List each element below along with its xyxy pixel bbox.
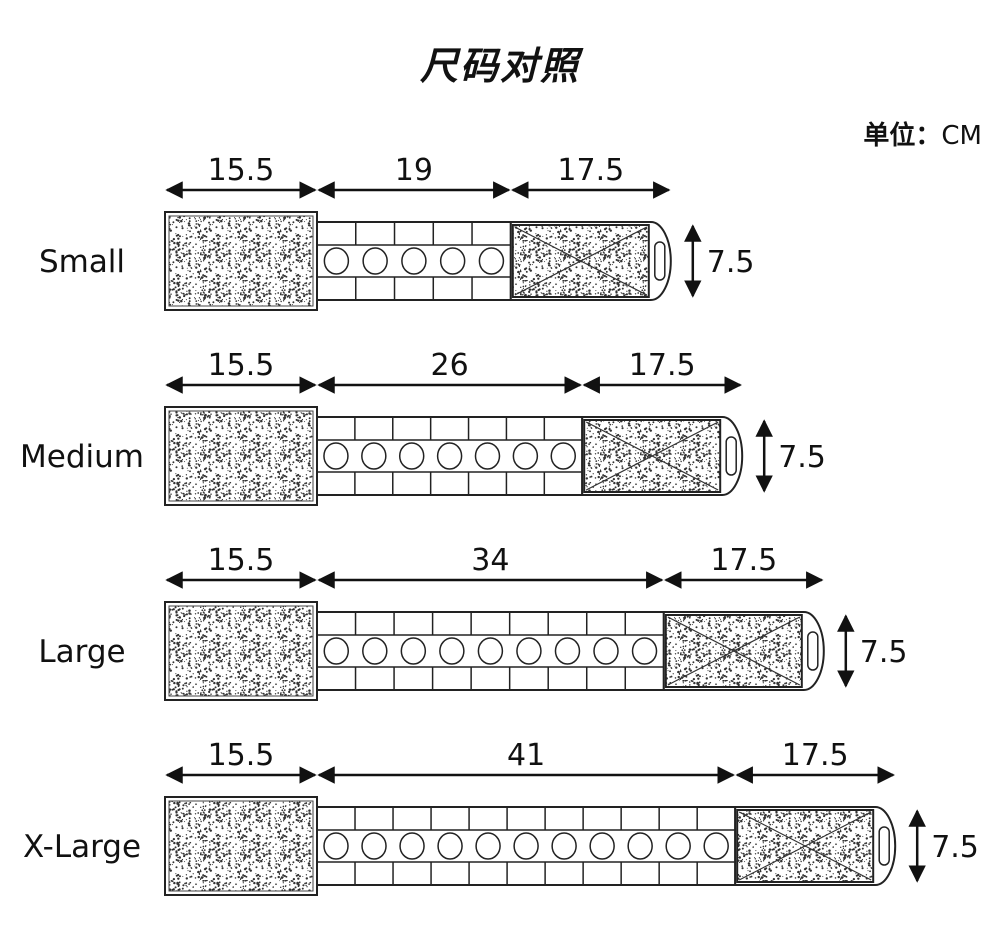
strap-hole	[398, 442, 425, 470]
strap-hole	[512, 442, 539, 470]
strap-hole	[362, 637, 388, 665]
strap-hole	[399, 832, 425, 860]
strap-hole	[478, 247, 505, 275]
strap-hole	[474, 442, 501, 470]
loop-slot	[725, 436, 737, 476]
middle-length-value: 26	[431, 348, 469, 383]
left-length-value: 15.5	[208, 348, 275, 383]
left-pad-texture	[168, 605, 314, 697]
strap-hole	[361, 832, 387, 860]
strap-hole	[703, 832, 729, 860]
size-label: Large	[38, 634, 125, 670]
patch-cross	[738, 811, 872, 881]
strap-hole	[323, 247, 350, 275]
size-label: X-Large	[23, 829, 141, 865]
strap-hole	[475, 832, 501, 860]
strap-hole	[589, 832, 615, 860]
right-length-value: 17.5	[710, 543, 777, 578]
strap-hole	[323, 637, 350, 665]
strap-hole	[665, 832, 691, 860]
middle-length-value: 19	[395, 153, 433, 188]
strap-hole	[550, 442, 577, 470]
size-row-x-large: X-Large 15.5 41 17.5 7.5	[23, 738, 979, 896]
page-title: 尺码对照	[419, 44, 580, 88]
unit-prefix: 单位：	[863, 121, 942, 151]
strap-hole	[631, 637, 658, 665]
strap-hole	[439, 637, 465, 665]
strap-hole	[323, 442, 349, 470]
patch-cross	[667, 616, 801, 686]
left-pad-texture	[168, 410, 314, 502]
loop-slot	[807, 631, 819, 671]
width-value: 7.5	[931, 830, 979, 865]
width-value: 7.5	[860, 635, 908, 670]
middle-length-value: 34	[471, 543, 509, 578]
left-length-value: 15.5	[208, 738, 275, 773]
strap-hole	[361, 442, 387, 470]
strap-hole	[323, 832, 349, 860]
strap-hole	[554, 637, 581, 665]
width-value: 7.5	[707, 245, 755, 280]
strap-hole	[400, 637, 427, 665]
right-length-value: 17.5	[557, 153, 624, 188]
width-value: 7.5	[778, 440, 826, 475]
patch-cross	[514, 226, 648, 296]
right-length-value: 17.5	[782, 738, 849, 773]
middle-length-value: 41	[507, 738, 545, 773]
strap-hole	[362, 247, 388, 275]
size-label: Small	[39, 244, 125, 280]
left-length-value: 15.5	[208, 153, 275, 188]
strap-hole	[439, 247, 466, 275]
strap-hole	[401, 247, 427, 275]
size-label: Medium	[20, 439, 144, 475]
patch-cross	[585, 421, 719, 491]
unit-value: CM	[941, 121, 982, 151]
strap-hole	[593, 637, 619, 665]
size-row-medium: Medium 15.5 26 17.5 7.5	[20, 348, 826, 506]
size-row-small: Small 15.5 19 17.5 7.5	[39, 153, 755, 311]
right-length-value: 17.5	[629, 348, 696, 383]
strap-hole	[551, 832, 577, 860]
unit-label: 单位：CM	[863, 115, 982, 152]
strap-hole	[437, 832, 463, 860]
strap-hole	[627, 832, 653, 860]
strap-hole	[513, 832, 539, 860]
strap-hole	[477, 637, 504, 665]
strap-hole	[516, 637, 542, 665]
left-pad-texture	[168, 800, 314, 892]
loop-slot	[654, 241, 666, 281]
loop-slot	[878, 826, 890, 866]
size-row-large: Large 15.5 34 17.5 7.5	[38, 543, 908, 701]
left-length-value: 15.5	[208, 543, 275, 578]
left-pad-texture	[168, 215, 314, 307]
strap-hole	[436, 442, 463, 470]
